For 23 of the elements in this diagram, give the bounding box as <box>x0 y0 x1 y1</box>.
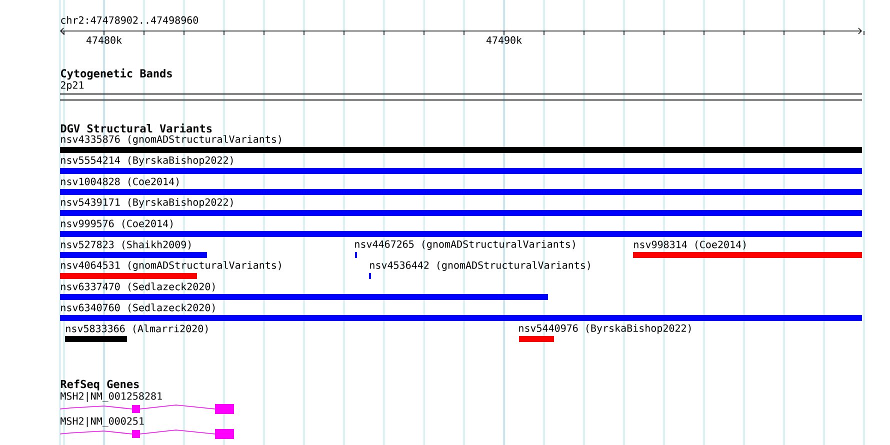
transcript-label: MSH2|NM_000251 <box>60 417 144 427</box>
position-label: chr2:47478902..47498960 <box>61 16 198 24</box>
variant-label: nsv4467265 (gnomADStructuralVariants) <box>355 240 575 250</box>
variant-label: nsv6340760 (Sedlazeck2020) <box>61 304 215 312</box>
transcript-label: MSH2|NM_001258281 <box>60 392 162 402</box>
variant-label: nsv5833366 (Almarri2020) <box>66 324 208 334</box>
variant-label: nsv5554214 (ByrskaBishop2022) <box>61 156 233 166</box>
track-title: RefSeq Genes <box>60 380 139 390</box>
ruler-tick-label: 47490k <box>486 36 522 44</box>
variant-label: nsv527823 (Shaikh2009) <box>61 240 191 250</box>
position-label: 2p21 <box>60 81 84 91</box>
ruler-tick-label: 47480k <box>86 36 122 44</box>
variant-label: nsv4335876 (gnomADStructuralVariants) <box>61 135 281 145</box>
track-title: DGV Structural Variants <box>60 123 212 133</box>
variant-label: nsv4536442 (gnomADStructuralVariants) <box>370 261 590 271</box>
track-title: Cytogenetic Bands <box>61 68 172 80</box>
variant-label: nsv998314 (Coe2014) <box>634 240 746 250</box>
variant-label: nsv4064531 (gnomADStructuralVariants) <box>61 261 281 271</box>
variant-label: nsv6337470 (Sedlazeck2020) <box>61 282 215 292</box>
variant-label: nsv5439171 (ByrskaBishop2022) <box>61 198 233 208</box>
variant-label: nsv5440976 (ByrskaBishop2022) <box>519 324 691 334</box>
variant-label: nsv999576 (Coe2014) <box>61 220 172 228</box>
variant-label: nsv1004828 (Coe2014) <box>61 178 179 186</box>
